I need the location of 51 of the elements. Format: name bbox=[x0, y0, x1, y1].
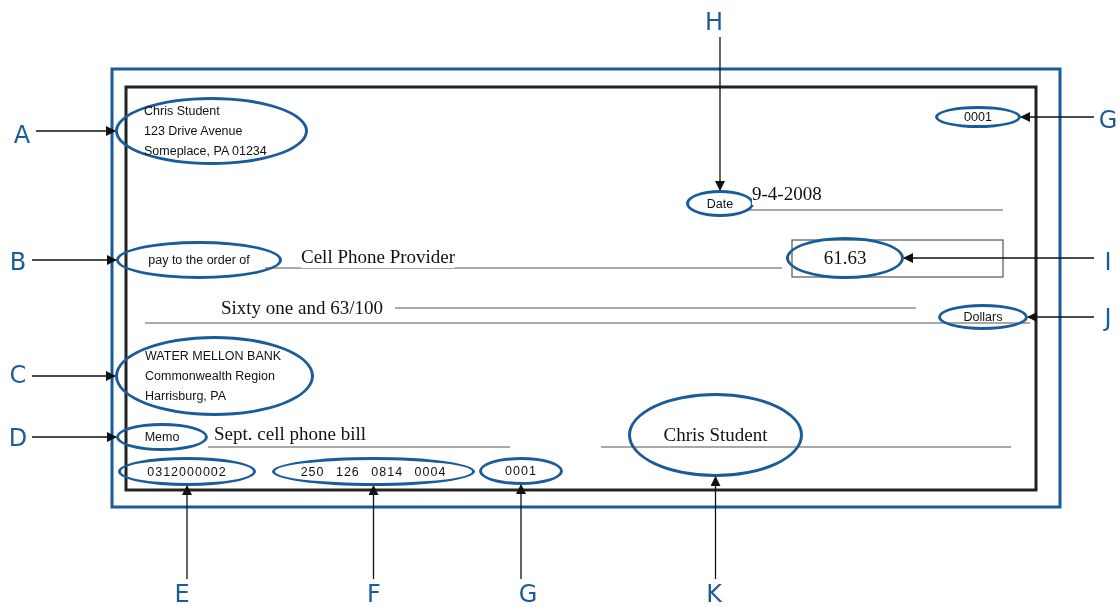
check-field-text: WATER MELLON BANK bbox=[145, 348, 282, 365]
callout-letter: G bbox=[1094, 105, 1119, 135]
callout-letter: J bbox=[1094, 303, 1119, 333]
check-field-text: 123 Drive Avenue bbox=[144, 123, 243, 140]
callout-letter: F bbox=[360, 579, 388, 607]
highlight-ellipse bbox=[116, 423, 208, 451]
callout-arrow bbox=[35, 126, 116, 136]
highlight-ellipse bbox=[479, 457, 563, 485]
check-field-text: Commonwealth Region bbox=[145, 368, 275, 385]
check-field-text: 250 126 0814 0004 bbox=[300, 463, 447, 481]
check-field-text: Chris Student bbox=[663, 425, 768, 445]
check-field-text: 61.63 bbox=[823, 248, 867, 268]
highlight-ellipse bbox=[116, 241, 282, 279]
check-field-text: Date bbox=[706, 195, 734, 213]
check-field-text: 0001 bbox=[964, 109, 992, 126]
callout-arrow bbox=[903, 253, 1095, 263]
check-field-text: pay to the order of bbox=[148, 252, 250, 269]
check-field-text: 0312000002 bbox=[147, 463, 227, 481]
check-field-text: 0001 bbox=[505, 463, 537, 480]
check-field-text: Harrisburg, PA bbox=[145, 388, 227, 405]
callout-arrow bbox=[1020, 112, 1095, 122]
highlight-ellipse bbox=[786, 237, 904, 279]
callout-letter: H bbox=[700, 7, 728, 37]
callout-letter: C bbox=[4, 360, 32, 390]
callout-letter: K bbox=[700, 579, 728, 607]
callout-letter: D bbox=[4, 423, 32, 453]
highlight-ellipse bbox=[628, 393, 803, 477]
callout-letter: G bbox=[514, 579, 542, 607]
check-field-text: Chris Student bbox=[144, 103, 220, 120]
highlight-ellipse bbox=[272, 457, 475, 486]
callout-arrow bbox=[31, 432, 117, 442]
callout-letter: E bbox=[168, 579, 196, 607]
callout-arrow bbox=[1027, 312, 1095, 322]
highlight-ellipse bbox=[115, 336, 314, 416]
check-field-text: Dollars bbox=[963, 309, 1003, 326]
callout-arrow bbox=[182, 485, 192, 580]
callout-arrow bbox=[368, 485, 379, 580]
callout-letter: A bbox=[8, 120, 36, 150]
callout-arrow bbox=[710, 476, 721, 580]
callout-arrow bbox=[516, 484, 526, 580]
callout-arrow bbox=[31, 371, 116, 381]
callout-arrow bbox=[31, 255, 117, 265]
callout-arrow bbox=[715, 36, 725, 191]
callout-letter: I bbox=[1094, 247, 1119, 277]
highlight-ellipse bbox=[935, 106, 1021, 128]
check-field-text: Memo bbox=[144, 429, 180, 446]
highlight-ellipse bbox=[115, 97, 308, 165]
check-field-text: Someplace, PA 01234 bbox=[144, 143, 267, 160]
callout-letter: B bbox=[4, 247, 32, 277]
highlight-ellipse bbox=[938, 304, 1028, 330]
highlight-ellipse bbox=[118, 457, 256, 486]
